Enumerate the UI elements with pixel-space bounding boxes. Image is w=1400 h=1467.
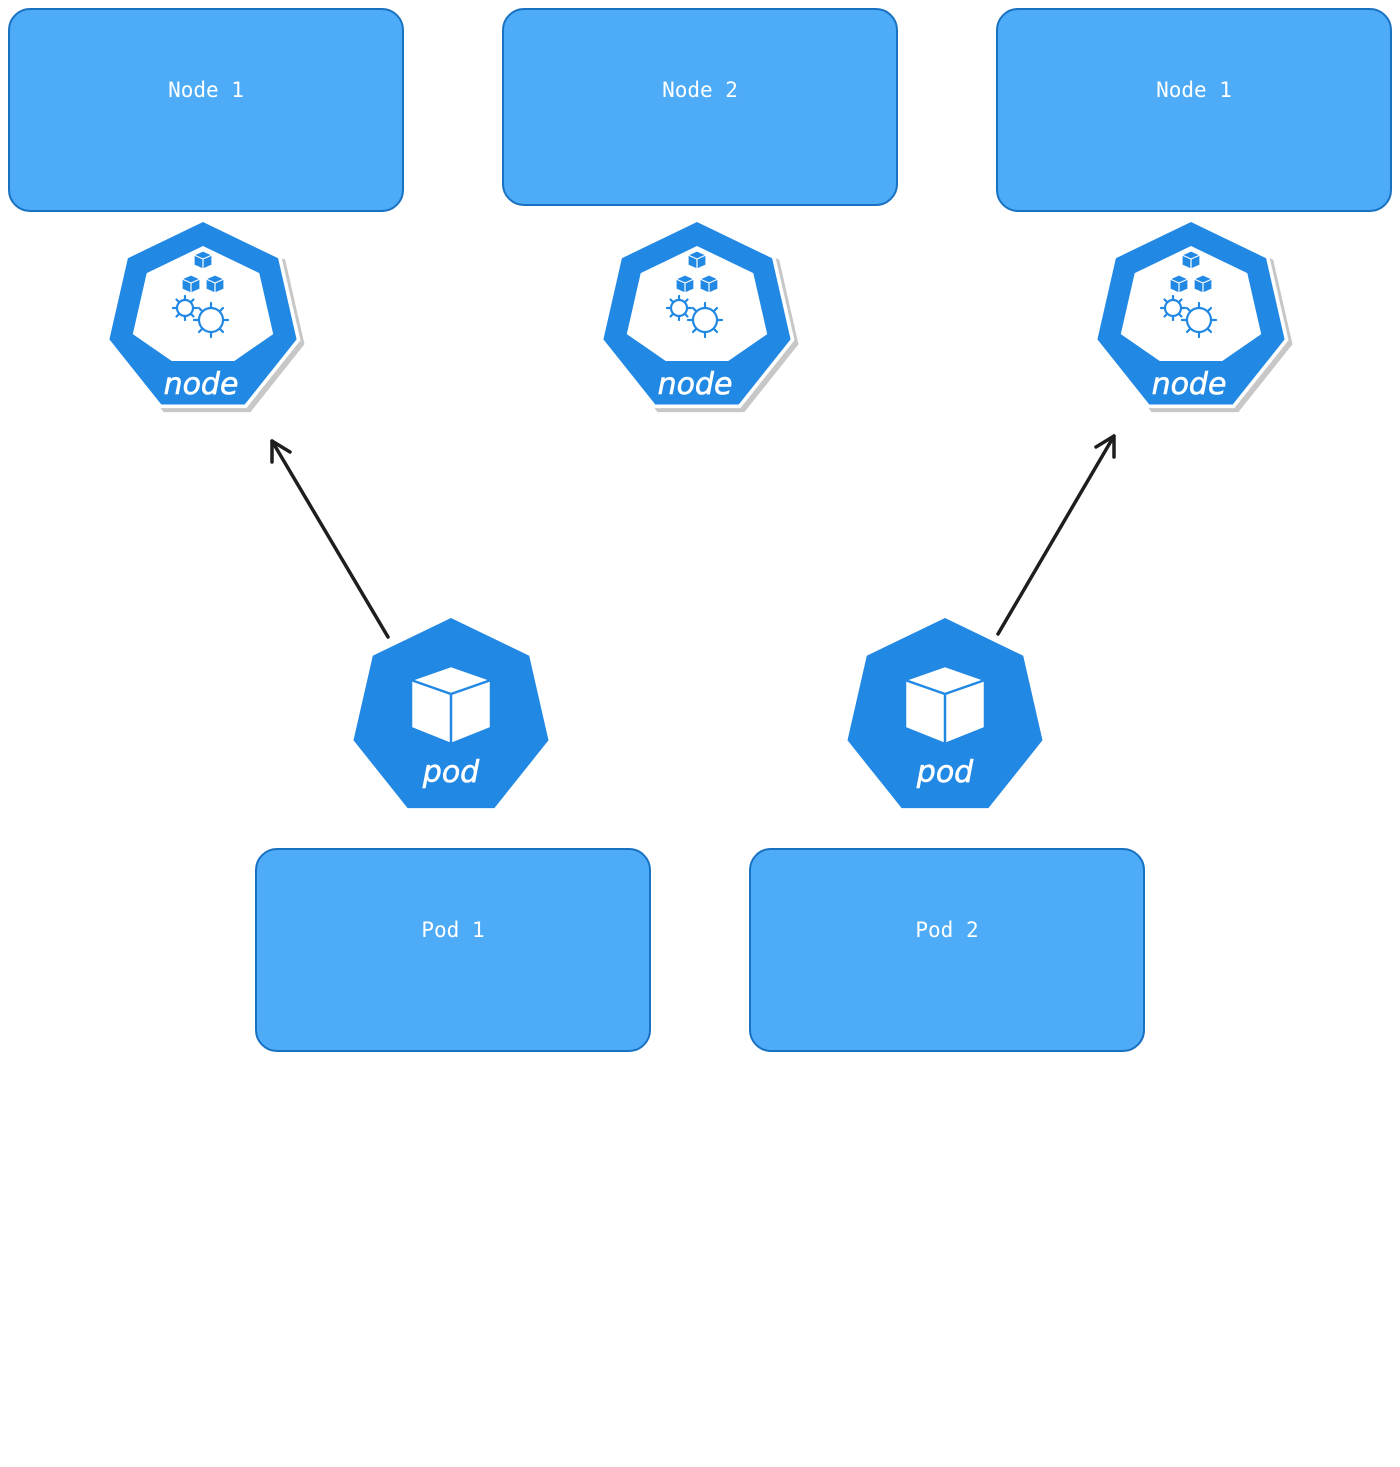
node-2-icon: node <box>598 216 800 414</box>
node-2-box: Node 2 <box>502 8 898 206</box>
pod-title: Pod 1 <box>421 918 485 942</box>
node-title: Node 1 <box>1156 78 1232 102</box>
label-value: Mosquito=Anopheles <box>1080 573 1308 597</box>
label-label: Label: <box>1156 490 1232 515</box>
node-title: Node 2 <box>662 78 738 102</box>
arrow-pod2-to-node1-right <box>996 434 1116 636</box>
toleration-value: contaminado: anopheles <box>807 1165 1087 1190</box>
node-selector-label: NodeSelector: <box>370 1330 536 1355</box>
arrow-pod1-to-node1 <box>270 439 390 639</box>
node-selector-value: Mosquito=AedesAegypti <box>320 1413 586 1437</box>
label-value: Mosquito=AedesAegypti <box>73 573 339 597</box>
label-label: Label: <box>168 490 244 515</box>
toleration-label: Toleration: <box>383 1083 523 1107</box>
toleration-value: contaminado: aedes_aegypti <box>288 1165 618 1190</box>
pod-2-icon: pod <box>846 616 1044 810</box>
node-selector-label: NodeSelector: <box>864 1330 1030 1355</box>
pod-icon-text: pod <box>916 755 974 790</box>
diagram-canvas: node node node pod pod <box>104 216 1294 810</box>
pod-1-icon: pod <box>352 616 550 810</box>
node-title: Node 1 <box>168 78 244 102</box>
node-1-right-icon: node <box>1092 216 1294 414</box>
node-selector-value: Mosquito=Anopholes <box>833 1413 1061 1437</box>
pod-icon-text: pod <box>422 755 480 790</box>
pod-title: Pod 2 <box>915 918 979 942</box>
node-1-left-icon: node <box>104 216 306 414</box>
toleration-label: Toleration: <box>877 1083 1017 1107</box>
node-icon-text: node <box>164 367 239 402</box>
node-icon-text: node <box>658 367 733 402</box>
node-icon-text: node <box>1152 367 1227 402</box>
